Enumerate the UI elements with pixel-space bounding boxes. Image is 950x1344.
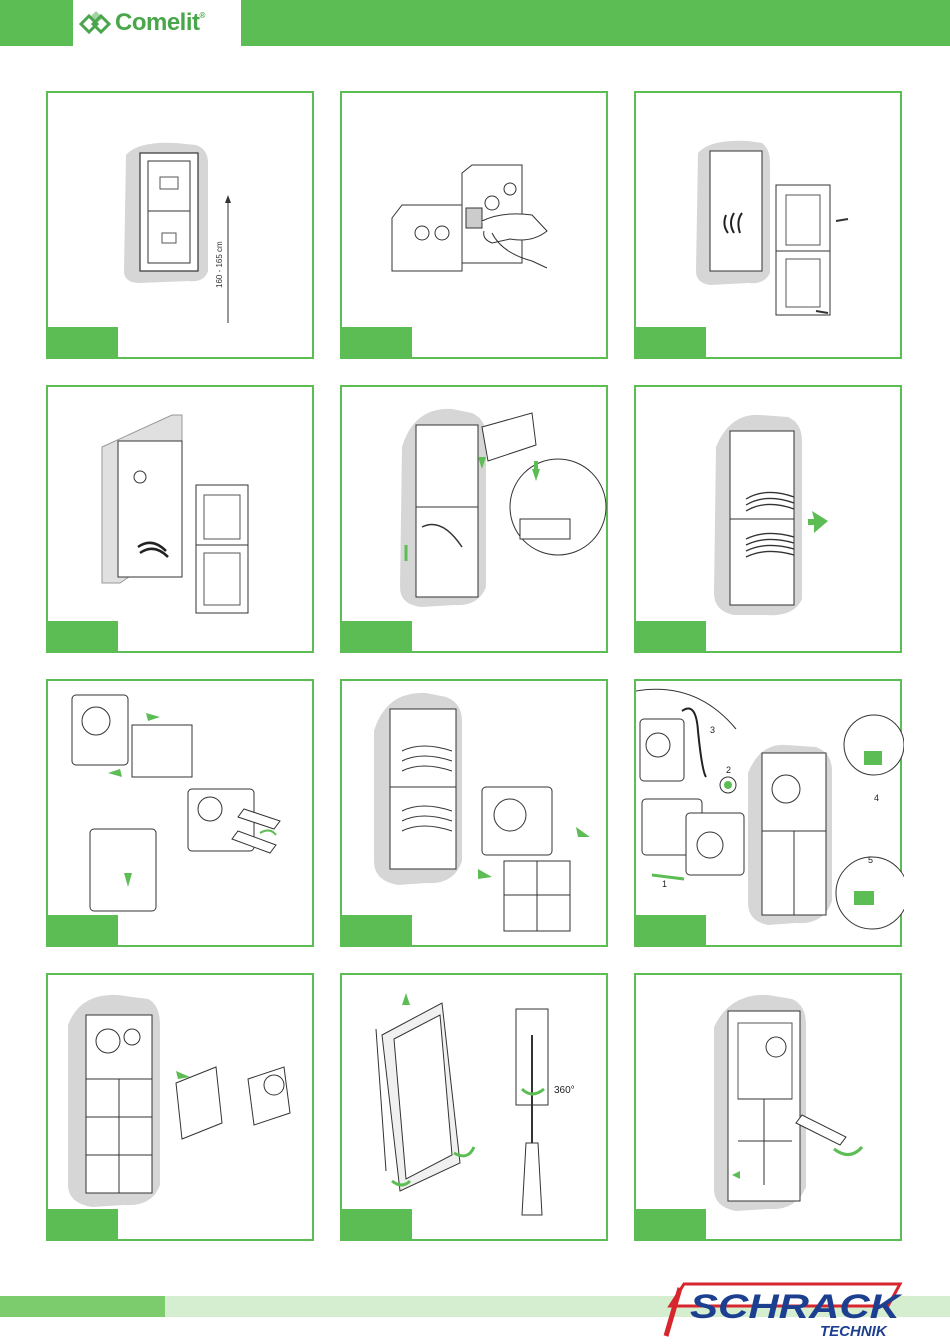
height-annotation: 160 - 165 cm [215, 241, 224, 288]
step-tab [342, 327, 412, 357]
box-join-illustration [342, 93, 610, 361]
footer-bar-accent [0, 1296, 165, 1317]
connection-detail-illustration: 3 2 1 4 5 [636, 681, 904, 949]
comelit-mark-icon [79, 11, 113, 37]
rotation-annotation: 360° [554, 1085, 575, 1096]
step-panel-3 [634, 91, 902, 359]
callout-5: 5 [868, 855, 873, 865]
step-tab [636, 327, 706, 357]
step-tab [342, 621, 412, 651]
step-tab [636, 1209, 706, 1239]
speaker-module-illustration [342, 681, 610, 949]
step-panel-2 [340, 91, 608, 359]
step-tab [48, 621, 118, 651]
step-tab [48, 1209, 118, 1239]
step-panel-11: 360° [340, 973, 608, 1241]
schrack-logo: SCHRACK TECHNIK [660, 1278, 910, 1340]
step-tab [48, 915, 118, 945]
step-panel-12 [634, 973, 902, 1241]
module-assembly-illustration [48, 681, 316, 949]
comelit-logo: Comelit® [73, 0, 241, 46]
final-closure-illustration [636, 975, 904, 1243]
schrack-brand-subtitle: TECHNIK [820, 1323, 888, 1340]
step-tab [636, 621, 706, 651]
step-panel-5 [340, 385, 608, 653]
step-panel-7 [46, 679, 314, 947]
flush-box-illustration: 160 - 165 cm [48, 93, 316, 361]
callout-4: 4 [874, 793, 879, 803]
callout-1: 1 [662, 879, 667, 889]
surface-box-illustration [48, 387, 316, 655]
step-panel-4 [46, 385, 314, 653]
wiring-illustration [342, 387, 610, 655]
callout-2: 2 [726, 765, 731, 775]
step-panel-1: 160 - 165 cm [46, 91, 314, 359]
step-tab [48, 327, 118, 357]
brand-name: Comelit® [115, 9, 205, 37]
step-panel-10 [46, 973, 314, 1241]
step-tab [342, 1209, 412, 1239]
step-panel-9: 3 2 1 4 5 [634, 679, 902, 947]
step-panel-8 [340, 679, 608, 947]
frame-fixing-illustration: 360° [342, 975, 610, 1243]
step-panel-6 [634, 385, 902, 653]
terminal-block-illustration [636, 387, 904, 655]
step-tab [636, 915, 706, 945]
schrack-brand-name: SCHRACK [690, 1288, 903, 1326]
front-panel-illustration [48, 975, 316, 1243]
frame-mount-illustration [636, 93, 904, 361]
callout-3: 3 [710, 725, 715, 735]
step-tab [342, 915, 412, 945]
